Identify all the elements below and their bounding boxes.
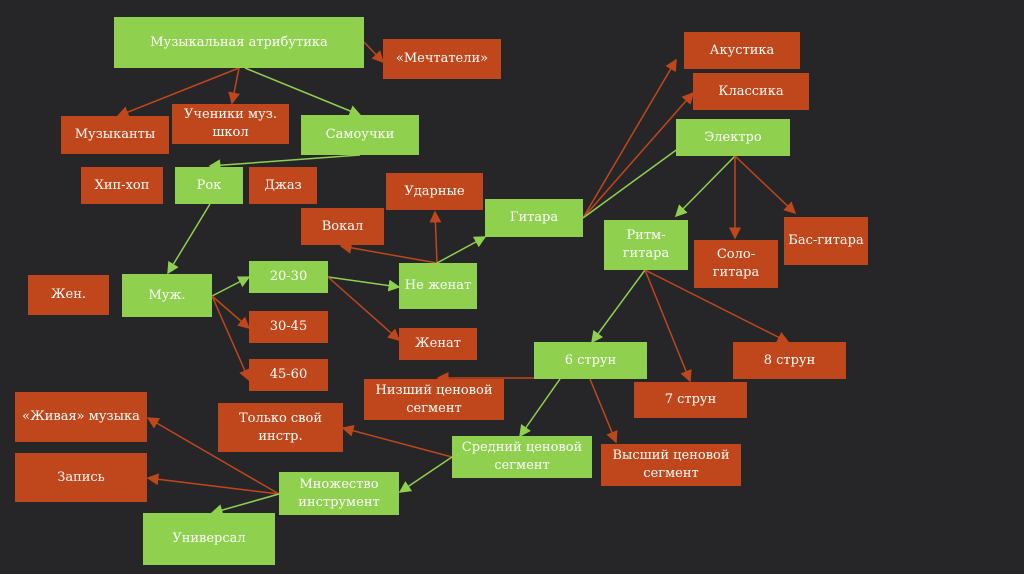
connector-arrow: [116, 67, 240, 118]
node-solo: Соло-гитара: [694, 240, 778, 288]
connector-arrow: [734, 155, 797, 215]
connector-arrow: [674, 155, 736, 218]
connector-arrow: [146, 417, 280, 495]
connector-arrow: [327, 276, 401, 341]
node-bass: Бас-гитара: [784, 217, 868, 265]
node-rhythm: Ритм-гитара: [604, 220, 688, 270]
node-married: Женат: [399, 328, 477, 360]
connector-arrow: [339, 241, 438, 264]
connector-arrow: [341, 424, 453, 458]
node-8-strings: 8 струн: [733, 342, 846, 379]
connector-arrow: [363, 41, 385, 64]
node-low-price: Низший ценовой сегмент: [364, 379, 504, 420]
node-jazz: Джаз: [249, 167, 317, 204]
connector-arrow: [244, 67, 362, 117]
connector-arrow: [644, 269, 790, 343]
node-mid-price: Средний ценовой сегмент: [452, 436, 592, 478]
node-female: Жен.: [28, 275, 109, 315]
node-students: Ученики муз. школ: [172, 104, 289, 144]
connector-arrow: [228, 67, 240, 105]
connector-arrow: [589, 378, 618, 444]
connector-arrow: [436, 236, 487, 264]
node-age-30-45: 30-45: [249, 311, 328, 343]
node-hiphop: Хип-хоп: [81, 167, 163, 204]
node-electro: Электро: [676, 119, 790, 156]
connector-arrow: [211, 276, 251, 297]
node-single: Не женат: [399, 263, 477, 309]
node-6-strings: 6 струн: [534, 342, 647, 379]
connector-arrow: [327, 276, 401, 292]
node-dreamers: «Мечтатели»: [383, 39, 501, 79]
node-age-20-30: 20-30: [249, 261, 328, 293]
connector-arrow: [582, 91, 694, 219]
node-acoustic: Акустика: [684, 32, 800, 69]
connector-arrow: [398, 456, 453, 493]
node-high-price: Высший ценовой сегмент: [601, 444, 741, 486]
node-many-instruments: Множество инструмент: [279, 472, 399, 515]
connector-arrow: [208, 154, 361, 172]
connector-arrow: [211, 295, 251, 329]
node-guitar: Гитара: [485, 199, 583, 237]
node-classic: Классика: [693, 73, 809, 110]
node-drums: Ударные: [386, 173, 483, 210]
node-root: Музыкальная атрибутика: [114, 17, 364, 68]
node-musicians: Музыканты: [61, 116, 169, 154]
connector-arrow: [211, 295, 251, 382]
node-own-instrument: Только свой инстр.: [218, 403, 343, 452]
node-vocal: Вокал: [301, 208, 384, 245]
connector-arrow: [429, 210, 442, 264]
node-age-45-60: 45-60: [249, 359, 328, 391]
node-universal: Универсал: [143, 513, 275, 565]
connector-arrow: [582, 139, 692, 219]
connector-arrow: [644, 269, 692, 383]
node-live-music: «Живая» музыка: [15, 392, 147, 442]
connector-arrow: [519, 378, 561, 438]
node-record: Запись: [15, 453, 147, 502]
connector-arrow: [210, 493, 280, 516]
node-male: Муж.: [122, 274, 212, 317]
node-rock: Рок: [175, 167, 243, 204]
connector-arrow: [582, 58, 677, 219]
node-selftaught: Самоучки: [301, 115, 419, 155]
node-7-strings: 7 струн: [634, 382, 747, 418]
connector-arrow: [146, 473, 280, 495]
connector-arrow: [591, 269, 646, 344]
connector-arrow: [167, 203, 211, 275]
